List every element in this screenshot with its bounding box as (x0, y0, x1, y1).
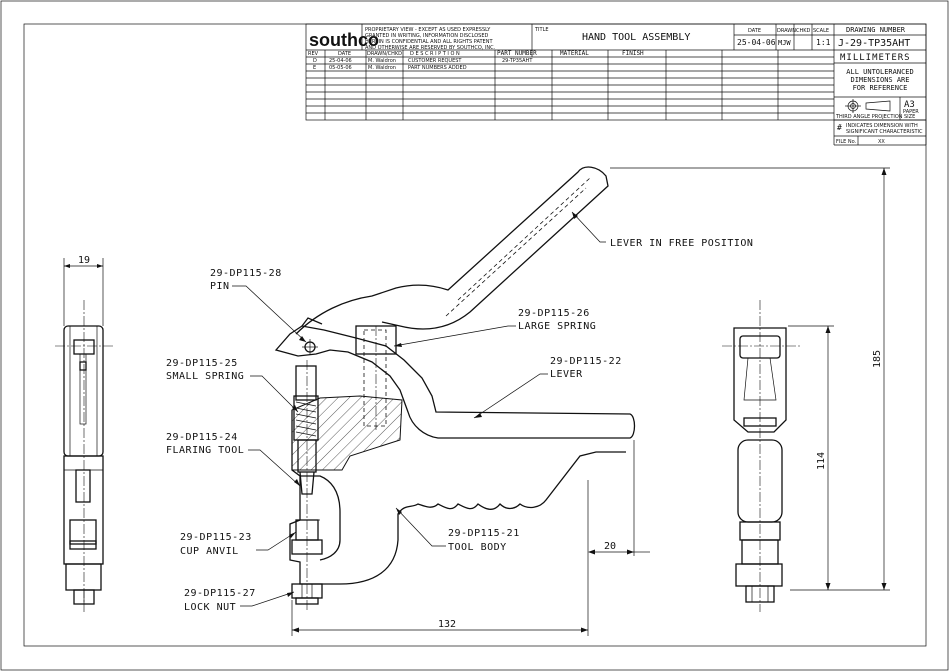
callout-small-spring-label: SMALL SPRING (166, 371, 244, 382)
tolerance-note-line-1: ALL UNTOLERANCED (846, 68, 913, 76)
drawing-number-caption: DRAWING NUMBER (846, 26, 906, 34)
title-caption: TITLE (534, 27, 549, 33)
callout-tool-body-number: 29-DP115-21 (448, 528, 520, 539)
proprietary-note-line-1: PROPRIETARY VIEW - EXCEPT AS USED EXPRES… (365, 27, 491, 33)
rev-cell: M. Waldron (368, 65, 396, 71)
callout-lever-free-position: LEVER IN FREE POSITION (610, 238, 753, 249)
callout-cup-anvil-label: CUP ANVIL (180, 546, 239, 557)
proprietary-note-line-2: GRANTED IN WRITING, INFORMATION DISCLOSE… (365, 33, 488, 39)
lever-free-position-outline (295, 166, 609, 335)
callout-lock-nut-label: LOCK NUT (184, 602, 236, 613)
lever-outline (274, 325, 636, 439)
callout-cup-anvil-number: 29-DP115-23 (180, 532, 252, 543)
callout-pin-number: 29-DP115-28 (210, 268, 282, 279)
drawn-caption: DRAWN (777, 28, 796, 34)
title-block: southco PROPRIETARY VIEW - EXCEPT AS USE… (305, 23, 927, 146)
revision-row: D 25-04-06 M. Waldron CUSTOMER REQUEST 2… (313, 58, 533, 64)
rev-finish-header: FINISH (622, 50, 644, 57)
dim-height-body: 114 (816, 452, 827, 470)
callout-pin-label: PIN (210, 281, 230, 292)
rev-cell: D (313, 58, 317, 64)
callout-lever-number: 29-DP115-22 (550, 356, 622, 367)
callout-large-spring-number: 29-DP115-26 (518, 308, 590, 319)
drawing-date: 25-04-06 (737, 38, 776, 47)
drawn-by: MJW (778, 39, 791, 47)
rev-cell: 29-TP35AHT (502, 58, 533, 64)
scale-caption: SCALE (813, 28, 829, 34)
paper-size: A3 (904, 100, 915, 110)
left-side-view: 19 (55, 255, 115, 612)
file-value: XX (878, 139, 885, 145)
rev-part-number-header: PART NUMBER (497, 50, 537, 57)
rev-cell: PART NUMBERS ADDED (408, 65, 467, 71)
right-side-view: 185 114 (610, 167, 890, 612)
front-view: 132 20 (274, 166, 650, 636)
tool-body-section-hatch (291, 395, 403, 471)
units-label: MILLIMETERS (840, 53, 911, 63)
dimension-note-line-1: INDICATES DIMENSION WITH (846, 123, 918, 129)
rev-date-header: DATE (338, 51, 351, 57)
rev-cell: CUSTOMER REQUEST (408, 58, 462, 64)
tool-body-outline (289, 410, 626, 585)
date-caption: DATE (748, 28, 761, 34)
callout-tool-body-label: TOOL BODY (448, 542, 507, 553)
callout-small-spring-number: 29-DP115-25 (166, 358, 238, 369)
callout-large-spring-label: LARGE SPRING (518, 321, 596, 332)
rev-cell: 05-05-06 (329, 65, 352, 71)
dim-throat: 20 (604, 541, 616, 552)
revision-row: E 05-05-06 M. Waldron PART NUMBERS ADDED (313, 65, 467, 71)
rev-cell: 25-04-06 (329, 58, 352, 64)
paper-size-caption-2: SIZE (904, 114, 915, 120)
callout-lock-nut-number: 29-DP115-27 (184, 588, 256, 599)
tolerance-note-line-3: FOR REFERENCE (853, 84, 908, 92)
dim-height-total: 185 (872, 350, 883, 368)
rev-material-header: MATERIAL (560, 50, 589, 57)
drawing-number: J-29-TP35AHT (838, 38, 910, 49)
dim-width-left-view: 19 (78, 255, 90, 266)
third-angle-projection-symbol (845, 99, 891, 113)
rev-description-header: D E S C R I P T I O N (410, 51, 460, 57)
callout-flaring-tool-label: FLARING TOOL (166, 445, 244, 456)
callout-lever-label: LEVER (550, 369, 583, 380)
file-caption: FILE No. (836, 139, 857, 145)
callouts: LEVER IN FREE POSITION 29-DP115-28 PIN 2… (166, 211, 753, 613)
rev-drawn-header: DRAWN/CHKD (367, 51, 402, 57)
dimension-note-line-2: SIGNIFICANT CHARACTERISTIC (846, 129, 923, 135)
southco-logo: southco (309, 30, 379, 50)
dimension-note-symbol: # (837, 123, 842, 132)
projection-note: THIRD ANGLE PROJECTION (835, 114, 903, 120)
proprietary-note-line-3: HEREIN IS CONFIDENTIAL AND ALL RIGHTS PA… (365, 39, 493, 45)
chkd-caption: CHKD (796, 28, 811, 34)
rev-cell: E (313, 65, 316, 71)
rev-header: REV (308, 51, 319, 57)
paper-size-caption-1: PAPER (903, 109, 919, 115)
rev-cell: M. Waldron (368, 58, 396, 64)
tolerance-note-line-2: DIMENSIONS ARE (850, 76, 909, 84)
dim-overall-length: 132 (438, 619, 456, 630)
proprietary-note-line-4: AND OTHERWISE ARE RESERVED BY SOUTHCO, I… (365, 45, 496, 51)
drawing-title: HAND TOOL ASSEMBLY (582, 32, 690, 43)
drawing-scale: 1:1 (816, 38, 831, 47)
callout-flaring-tool-number: 29-DP115-24 (166, 432, 238, 443)
